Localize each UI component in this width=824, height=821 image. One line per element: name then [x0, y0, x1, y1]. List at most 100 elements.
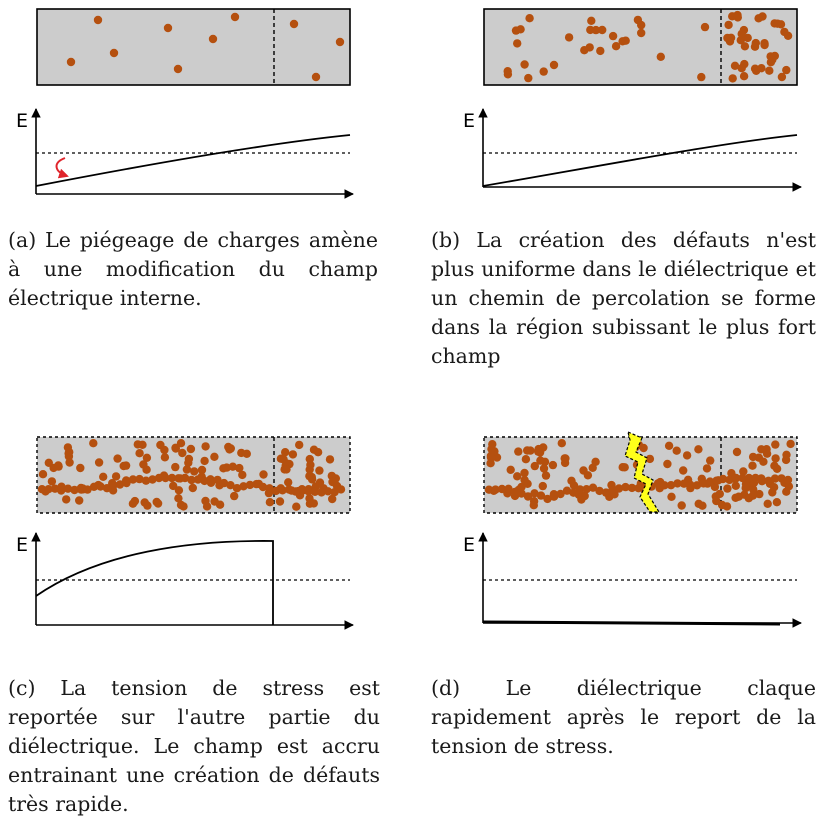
defect-dot — [202, 502, 212, 511]
defect-dot — [121, 461, 131, 470]
defect-dot — [548, 460, 558, 470]
defect-dot — [770, 461, 779, 470]
defect-dot — [44, 485, 53, 494]
defect-dot — [83, 485, 92, 494]
defect-dot — [122, 478, 131, 488]
defect-dot — [608, 485, 617, 494]
defect-dot — [653, 479, 663, 488]
defect-dot — [541, 471, 551, 480]
defect-dot — [335, 37, 345, 47]
defect-dot — [142, 453, 152, 462]
defect-dot — [310, 487, 320, 496]
defect-dot — [305, 494, 314, 503]
defect-dot — [305, 471, 314, 481]
defect-dot — [608, 31, 618, 41]
defect-dot — [536, 491, 546, 500]
defect-dot — [315, 466, 324, 475]
defect-dot — [757, 477, 767, 486]
defect-dot — [621, 482, 630, 492]
defect-dot — [187, 475, 196, 485]
defect-dot — [174, 474, 183, 483]
defect-dot — [712, 476, 721, 485]
defect-dot — [569, 488, 578, 497]
defect-dot — [292, 502, 301, 511]
defect-dot — [768, 55, 777, 64]
defect-dot — [154, 473, 164, 483]
defect-dot — [637, 28, 646, 38]
defect-dot — [271, 486, 281, 496]
defect-dot — [732, 447, 742, 457]
defect-dot — [284, 478, 293, 487]
defect-dot — [180, 473, 190, 483]
defect-dot — [706, 456, 715, 465]
defect-dot — [645, 454, 655, 464]
defect-dot — [748, 491, 757, 500]
defect-dot — [148, 475, 157, 484]
defect-dot — [539, 67, 548, 76]
defect-dot — [743, 33, 752, 43]
defect-dot — [109, 48, 119, 58]
defect-dot — [38, 470, 48, 479]
defect-dot — [297, 485, 307, 494]
defect-dot — [692, 481, 702, 490]
defect-dot — [634, 484, 643, 493]
defect-dot — [305, 454, 314, 464]
defect-dot — [113, 454, 122, 463]
defect-dot — [259, 470, 268, 479]
defect-dot — [733, 10, 742, 20]
axis-label-e: E — [16, 110, 28, 132]
defect-dot — [757, 63, 766, 73]
defect-dot — [762, 449, 772, 458]
defect-dot — [764, 476, 773, 485]
defect-dot — [336, 485, 346, 494]
defect-dot — [278, 486, 287, 495]
defect-dot — [486, 453, 496, 462]
defect-dot — [289, 19, 299, 29]
defect-dot — [582, 485, 591, 494]
defect-dot — [200, 456, 209, 466]
axis-label-e: E — [463, 110, 475, 132]
defect-dot — [679, 479, 689, 488]
defect-dot — [728, 74, 737, 83]
defect-dot — [47, 477, 57, 486]
defect-dot — [50, 484, 60, 493]
defect-dot — [580, 46, 589, 55]
defect-dot — [179, 502, 188, 511]
defect-dot — [200, 476, 209, 486]
defect-dot — [219, 478, 229, 488]
field-profile — [35, 134, 351, 187]
defect-dot — [284, 485, 294, 494]
defect-dot — [660, 481, 669, 490]
defect-dot — [141, 476, 151, 485]
defect-dot — [763, 499, 772, 508]
defect-dot — [751, 38, 760, 48]
defect-dot — [182, 465, 192, 474]
defect-dot — [135, 449, 144, 458]
defect-dot — [520, 60, 529, 69]
defect-dot — [786, 439, 795, 449]
percolation-path — [484, 473, 793, 504]
defect-dot — [226, 481, 235, 490]
defect-dot — [611, 42, 621, 51]
defect-dot — [291, 487, 300, 496]
defect-dot — [169, 481, 178, 491]
defect-dot — [784, 482, 794, 491]
panel-a: E — [16, 8, 354, 199]
defect-dot — [313, 448, 323, 457]
defect-dot — [530, 489, 539, 498]
defect-dot — [672, 446, 681, 455]
defect-dot — [235, 463, 244, 473]
defect-dot — [328, 494, 337, 504]
percolation-path — [37, 473, 346, 497]
defect-dot — [484, 485, 494, 494]
defect-dot — [534, 447, 543, 456]
defect-dot — [567, 476, 576, 485]
defect-dot — [715, 489, 724, 499]
defect-dot — [705, 477, 715, 486]
panel-c: E — [16, 436, 354, 630]
defect-dot — [327, 471, 336, 481]
defect-dot — [54, 461, 63, 470]
defect-dot — [206, 478, 216, 487]
defect-dot — [66, 57, 76, 67]
defect-dot — [751, 473, 760, 483]
